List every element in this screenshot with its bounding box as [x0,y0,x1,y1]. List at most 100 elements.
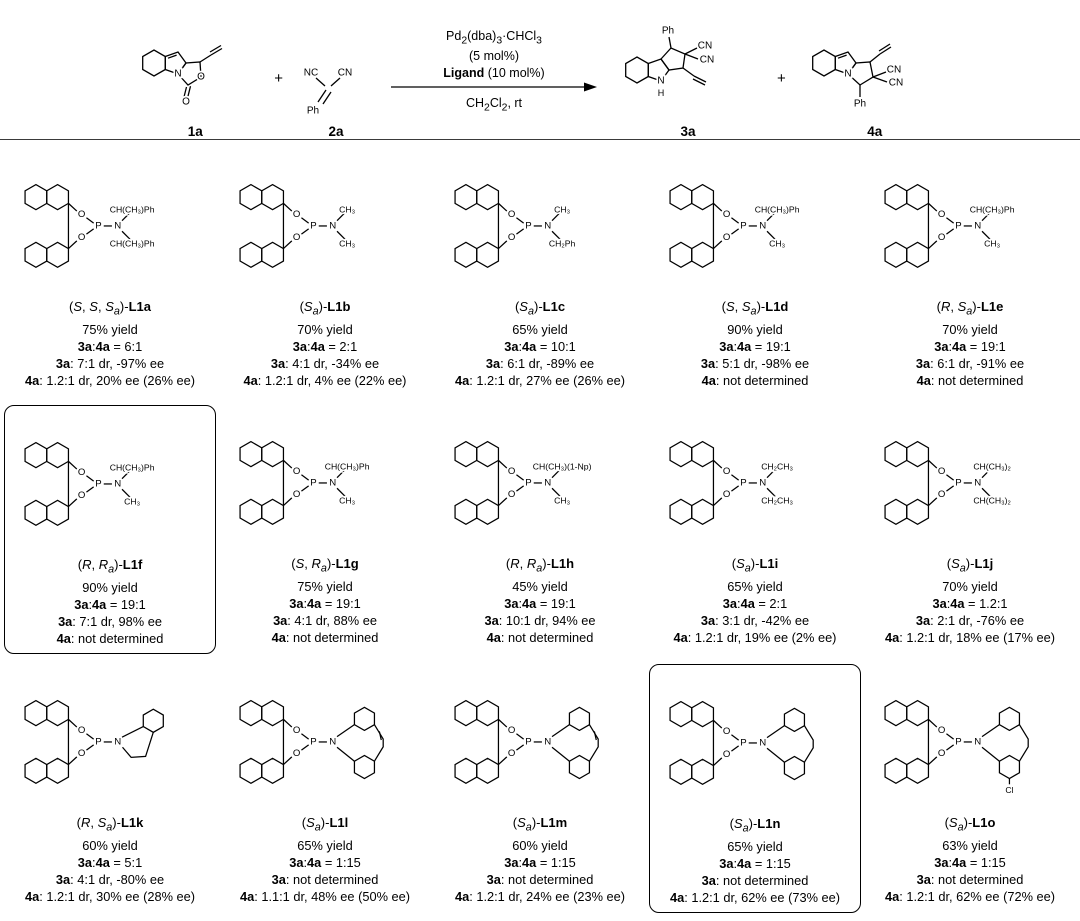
reaction-conditions: Pd2(dba)3·CHCl3 (5 mol%) Ligand (10 mol%… [389,28,599,115]
svg-text:CH(CH₃)(1-Np): CH(CH₃)(1-Np) [533,462,592,472]
compound-label-1a: 1a [187,124,203,139]
svg-text:CH₃: CH₃ [554,205,570,215]
svg-text:P: P [310,478,316,489]
svg-text:N: N [759,478,766,489]
svg-text:CN: CN [889,78,903,89]
svg-text:O: O [293,466,301,477]
ligand-label: (S, Ra)-L1g [291,556,359,575]
result-line: 4a: 1.2:1 dr, 62% ee (73% ee) [669,890,841,906]
svg-text:P: P [955,220,961,231]
svg-text:H: H [658,88,665,98]
ligand-label: (Sa)-L1n [729,816,781,835]
svg-text:N: N [844,69,851,80]
svg-text:P: P [310,737,316,748]
ligand-label: (Sa)-L1o [944,815,996,834]
ligand-label: (Sa)-L1j [946,556,994,575]
result-line: 3a: 2:1 dr, -76% ee [915,613,1025,629]
svg-text:P: P [525,220,531,231]
svg-text:O: O [78,209,86,220]
result-line: 3a:4a = 19:1 [74,596,146,612]
svg-text:P: P [525,737,531,748]
svg-text:O: O [723,726,731,737]
svg-text:CH₃: CH₃ [769,238,785,248]
svg-text:Cl: Cl [1005,785,1013,795]
svg-text:N: N [974,737,981,748]
result-line: 3a:4a = 5:1 [77,855,143,871]
reaction-arrow [391,82,597,92]
result-line: 3a: 7:1 dr, -97% ee [55,355,165,371]
svg-text:N: N [175,69,182,80]
result-line: 4a: 1.1:1 dr, 48% ee (50% ee) [239,889,411,905]
svg-text:O: O [78,467,86,478]
result-line: 3a:4a = 1:15 [719,856,791,872]
result-line: 4a: not determined [486,630,594,646]
svg-text:CH(CH₃)Ph: CH(CH₃)Ph [110,238,155,248]
svg-text:O: O [938,748,946,759]
svg-text:N: N [114,479,121,490]
svg-text:O: O [293,489,301,500]
svg-text:O: O [197,72,205,83]
svg-text:Ph: Ph [307,106,319,117]
compound-1a: N O O 1a [130,11,260,139]
result-line: 4a: not determined [701,373,809,389]
svg-text:O: O [508,748,516,759]
svg-text:N: N [329,478,336,489]
svg-text:O: O [78,232,86,243]
svg-text:CH₂CH₃: CH₂CH₃ [761,462,793,472]
svg-text:O: O [723,489,731,500]
svg-text:CH₃: CH₃ [124,496,140,506]
svg-text:CH(CH₃)Ph: CH(CH₃)Ph [325,462,370,472]
svg-text:O: O [723,466,731,477]
result-line: 4a: 1.2:1 dr, 27% ee (26% ee) [454,373,626,389]
svg-text:N: N [329,220,336,231]
svg-text:N: N [974,220,981,231]
svg-text:P: P [95,220,101,231]
result-line: 65% yield [297,837,353,853]
result-line: 75% yield [297,578,353,594]
plus-sign: + [777,70,786,87]
compound-label-2a: 2a [328,124,344,139]
svg-text:CH₃: CH₃ [339,495,355,505]
svg-text:O: O [78,748,86,759]
svg-text:CH(CH₃)Ph: CH(CH₃)Ph [110,463,155,473]
svg-text:O: O [182,97,190,108]
result-line: 3a:4a = 2:1 [722,595,788,611]
result-line: 65% yield [727,578,783,594]
svg-text:O: O [293,748,301,759]
svg-text:P: P [740,220,746,231]
svg-text:O: O [938,466,946,477]
result-line: 3a:4a = 1.2:1 [932,595,1008,611]
result-line: 4a: 1.2:1 dr, 62% ee (72% ee) [884,889,1056,905]
condition-line: (5 mol%) [468,49,519,64]
svg-text:CH₂Ph: CH₂Ph [549,238,576,248]
result-line: 4a: 1.2:1 dr, 18% ee (17% ee) [884,630,1056,646]
svg-text:N: N [329,737,336,748]
svg-text:O: O [293,209,301,220]
result-line: 70% yield [297,321,353,337]
compound-label-4a: 4a [867,124,883,139]
svg-text:CH₃: CH₃ [554,495,570,505]
svg-text:P: P [95,737,101,748]
condition-line: CH2Cl2, rt [465,95,523,114]
